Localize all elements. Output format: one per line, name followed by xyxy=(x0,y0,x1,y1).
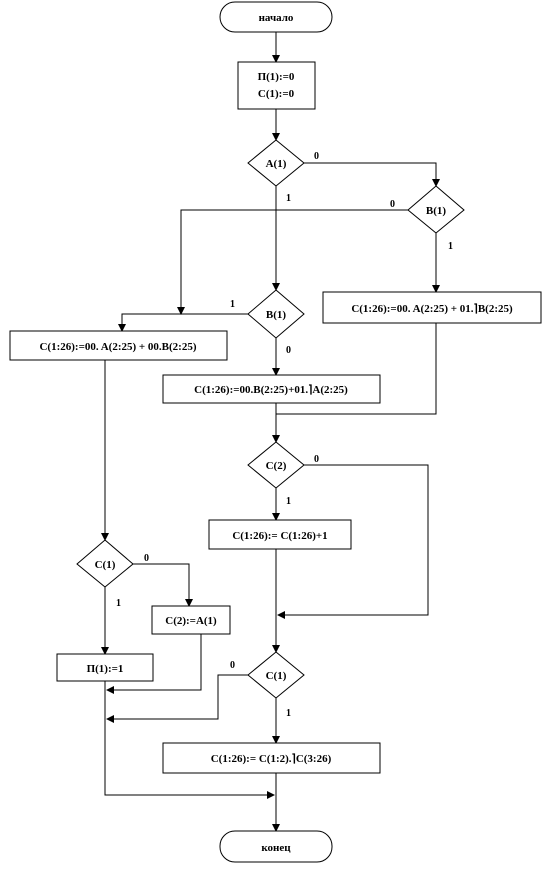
decision-c2: C(2) xyxy=(247,441,305,489)
svg-text:A(1): A(1) xyxy=(266,158,287,170)
edge-c2-no xyxy=(277,464,429,619)
process-op-inc: C(1:26):= C(1:26)+1 xyxy=(208,519,352,550)
label-b1m-yes: 1 xyxy=(230,299,235,310)
svg-text:C(1:26):=00.B(2:25)+01.⌉A(2:25: C(1:26):=00.B(2:25)+01.⌉A(2:25) xyxy=(194,384,348,396)
label-a1-yes: 1 xyxy=(286,193,291,204)
svg-text:C(1:26):=00. A(2:25) + 00.B(2: C(1:26):=00. A(2:25) + 00.B(2:25) xyxy=(39,341,196,353)
init-line-2: С(1):=0 xyxy=(258,88,295,100)
label-c2-no: 0 xyxy=(314,454,319,465)
edge-labels: 0 1 0 1 1 0 0 1 0 1 0 1 xyxy=(116,151,453,719)
process-op-final: C(1:26):= C(1:2).⌉C(3:26) xyxy=(162,742,381,774)
process-op-mid: C(1:26):=00.B(2:25)+01.⌉A(2:25) xyxy=(162,374,381,404)
svg-text:B(1): B(1) xyxy=(426,205,447,217)
start-terminal: начало xyxy=(219,1,333,33)
edge-b1m-yes xyxy=(118,313,248,332)
svg-text:C(2): C(2) xyxy=(266,460,287,472)
init-block: П(1):=0 С(1):=0 xyxy=(237,61,316,110)
label-b1m-no: 0 xyxy=(286,345,291,356)
label-c1l-no: 0 xyxy=(144,553,149,564)
process-op-p1: П(1):=1 xyxy=(56,653,154,682)
end-terminal: конец xyxy=(219,830,333,863)
svg-text:C(1:26):=00. A(2:25) + 01.⌉B(: C(1:26):=00. A(2:25) + 01.⌉B(2:25) xyxy=(351,303,513,315)
svg-text:C(2):=A(1): C(2):=A(1) xyxy=(165,615,217,627)
svg-text:C(1:26):= C(1:2).⌉C(3:26): C(1:26):= C(1:2).⌉C(3:26) xyxy=(211,753,332,765)
label-b1r-yes: 1 xyxy=(448,241,453,252)
edge-a1-no xyxy=(304,162,440,187)
edge-left-end xyxy=(104,681,275,799)
end-label: конец xyxy=(261,842,291,854)
label-c1b-no: 0 xyxy=(230,660,235,671)
connectors xyxy=(101,32,440,832)
svg-text:П(1):=1: П(1):=1 xyxy=(87,663,124,675)
process-op-right: C(1:26):=00. A(2:25) + 01.⌉B(2:25) xyxy=(322,291,542,324)
process-op-c2: C(2):=A(1) xyxy=(151,605,231,635)
process-op-left: C(1:26):=00. A(2:25) + 00.B(2:25) xyxy=(9,330,228,361)
decision-b1-mid: B(1) xyxy=(247,289,305,339)
decision-c1-left: C(1) xyxy=(76,539,134,588)
svg-text:C(1): C(1) xyxy=(95,559,116,571)
label-c2-yes: 1 xyxy=(286,496,291,507)
label-c1b-yes: 1 xyxy=(286,708,291,719)
edge-c1l-no xyxy=(133,563,193,607)
label-c1l-yes: 1 xyxy=(116,598,121,609)
svg-text:C(1:26):= C(1:26)+1: C(1:26):= C(1:26)+1 xyxy=(232,530,327,542)
label-a1-no: 0 xyxy=(314,151,319,162)
edge-b1r-no xyxy=(177,209,408,315)
start-label: начало xyxy=(259,12,294,24)
label-b1r-no: 0 xyxy=(390,199,395,210)
svg-text:B(1): B(1) xyxy=(266,309,287,321)
edge-opright-join xyxy=(276,323,437,415)
decision-b1-right: B(1) xyxy=(407,185,465,234)
decision-a1: A(1) xyxy=(247,139,305,187)
decision-c1-bottom: C(1) xyxy=(247,651,305,699)
svg-text:C(1): C(1) xyxy=(266,670,287,682)
init-line-1: П(1):=0 xyxy=(258,71,295,83)
edge-opc2-join xyxy=(106,634,202,694)
edge-c1b-no xyxy=(106,674,248,723)
